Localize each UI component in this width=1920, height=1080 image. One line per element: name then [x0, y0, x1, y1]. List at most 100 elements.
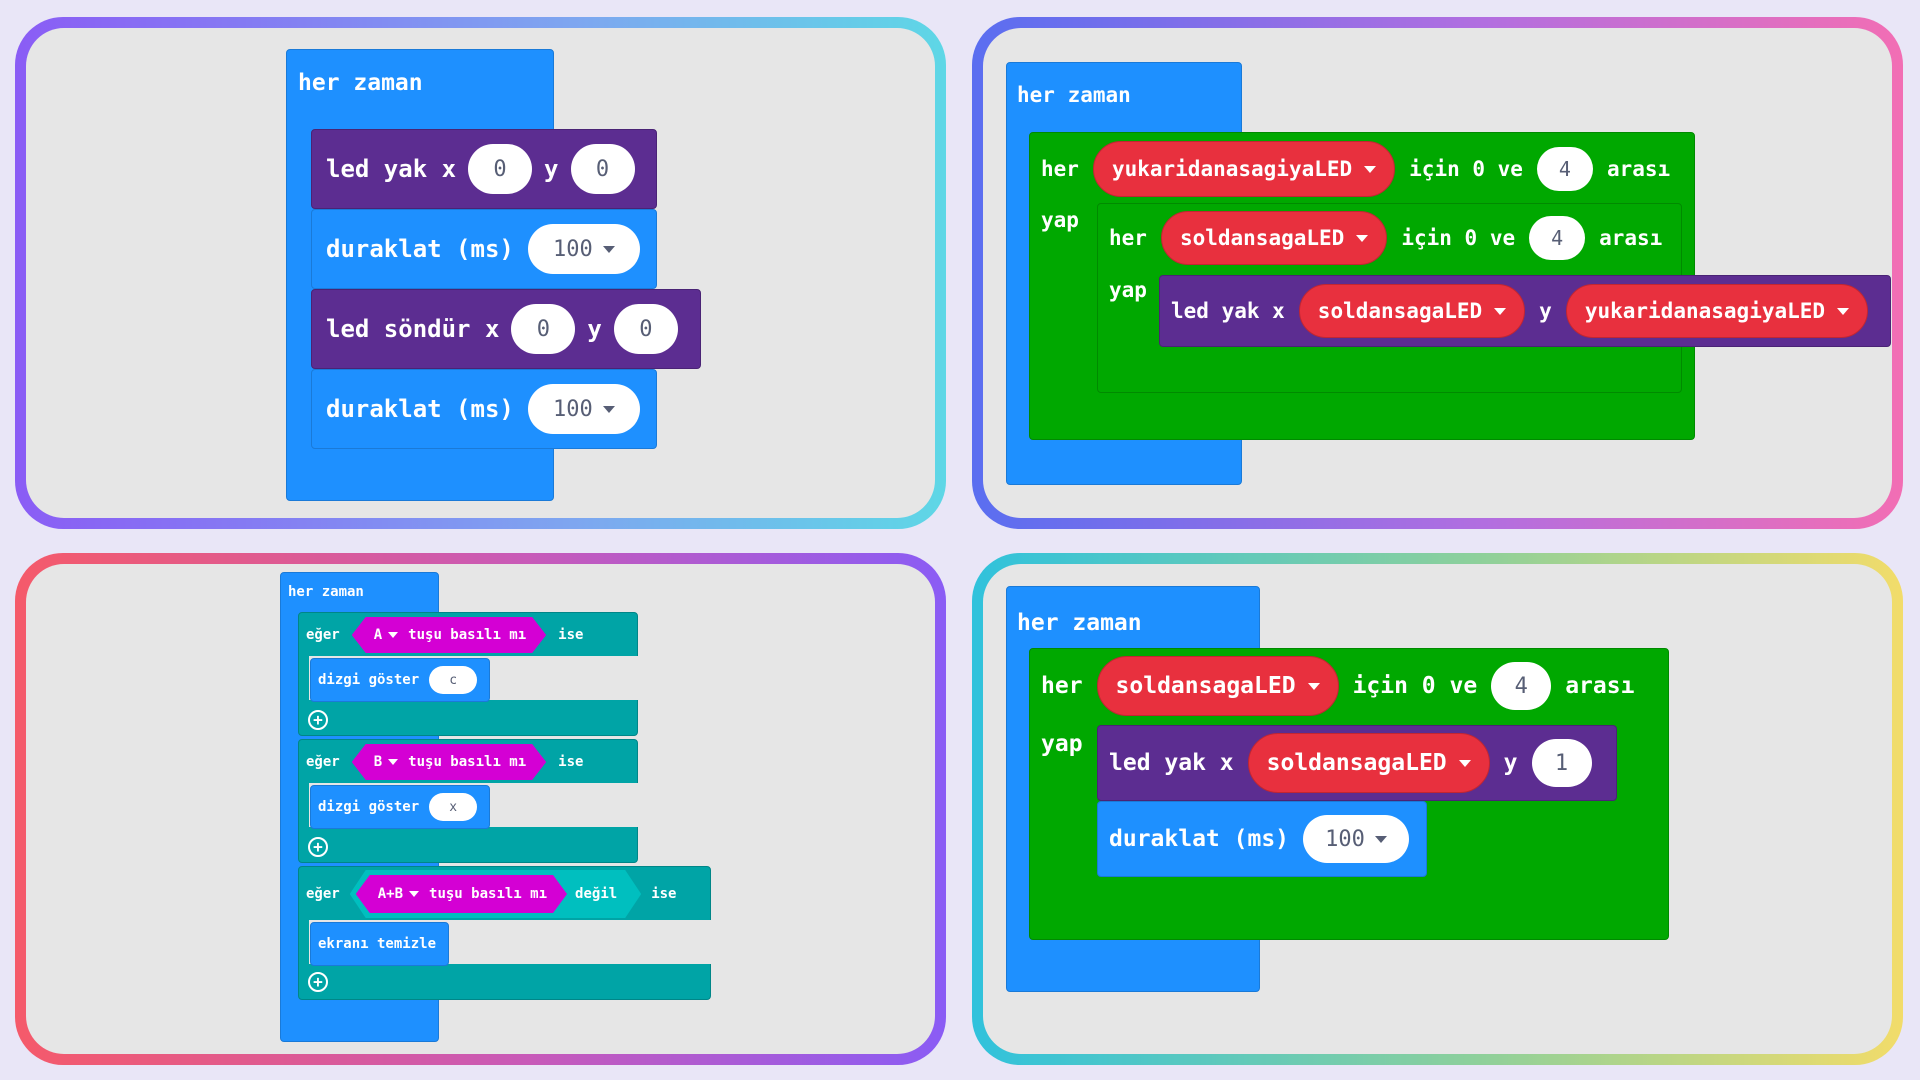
range-max-input[interactable]: 4	[1529, 216, 1586, 260]
if-label: eğer	[306, 627, 340, 643]
button-pressed-condition[interactable]: A+B tuşu basılı mı	[356, 875, 567, 913]
do-label: yap	[1041, 731, 1083, 757]
pause-value: 100	[552, 236, 593, 262]
panel-blink-led: her zaman led yak x 0 y 0 duraklat (ms) …	[15, 17, 946, 529]
chevron-down-icon	[388, 759, 398, 765]
pause-dropdown[interactable]: 100	[527, 384, 640, 434]
led-on-label: led yak x	[1171, 299, 1285, 323]
led-on-label: led yak x	[1109, 750, 1234, 776]
do-label: yap	[1109, 278, 1147, 302]
string-input[interactable]: x	[429, 793, 478, 821]
pause-dropdown[interactable]: 100	[527, 224, 640, 274]
variable-name: soldansagaLED	[1115, 673, 1296, 699]
for-label: her	[1041, 673, 1083, 699]
then-label: ise	[558, 754, 584, 770]
chevron-down-icon	[602, 245, 615, 253]
range-max-input[interactable]: 4	[1536, 147, 1593, 191]
pause-dropdown[interactable]: 100	[1303, 815, 1410, 863]
range-end-label: arası	[1599, 226, 1663, 250]
show-string-block[interactable]	[310, 658, 490, 702]
panel-button-conditions: her zaman eğer A tuşu basılı mı ise dizg…	[15, 553, 946, 1065]
not-condition[interactable]: A+B tuşu basılı mı değil	[350, 870, 641, 918]
forever-label: her zaman	[1017, 610, 1142, 636]
y-variable-dropdown[interactable]: yukaridanasagiyaLED	[1565, 284, 1869, 338]
not-label: değil	[575, 886, 618, 902]
for-label: her	[1109, 226, 1147, 250]
x-input[interactable]: 0	[468, 144, 533, 194]
pause-label: duraklat (ms)	[326, 235, 514, 263]
forever-label: her zaman	[298, 70, 423, 96]
chevron-down-icon	[602, 405, 615, 413]
then-label: ise	[558, 627, 584, 643]
clear-screen-label: ekranı temizle	[318, 936, 437, 952]
pause-value: 100	[1325, 826, 1365, 852]
panel-nested-loops: her zaman her yukaridanasagiyaLED için 0…	[972, 17, 1903, 529]
x-input[interactable]: 0	[511, 304, 576, 354]
add-else-icon[interactable]: +	[308, 710, 328, 730]
variable-name: soldansagaLED	[1179, 226, 1345, 250]
led-off-label: led söndür x	[326, 315, 500, 343]
y-label: y	[1539, 299, 1552, 323]
button-pressed-condition[interactable]: B tuşu basılı mı	[352, 744, 546, 780]
variable-dropdown[interactable]: soldansagaLED	[1160, 211, 1388, 265]
chevron-down-icon	[1837, 307, 1850, 315]
pause-label: duraklat (ms)	[326, 395, 514, 423]
workspace-3: her zaman eğer A tuşu basılı mı ise dizg…	[26, 564, 935, 1054]
workspace-1: her zaman led yak x 0 y 0 duraklat (ms) …	[26, 28, 935, 518]
chevron-down-icon	[409, 891, 419, 897]
button-name: A	[373, 627, 383, 643]
range-label: için 0 ve	[1352, 673, 1478, 699]
chevron-down-icon	[1458, 759, 1471, 767]
add-else-icon[interactable]: +	[308, 972, 328, 992]
chevron-down-icon	[1494, 307, 1507, 315]
y-input[interactable]: 0	[613, 304, 678, 354]
if-label: eğer	[306, 886, 340, 902]
variable-name: yukaridanasagiyaLED	[1584, 299, 1826, 323]
for-label: her	[1041, 157, 1079, 181]
if-label: eğer	[306, 754, 340, 770]
button-name: A+B	[377, 886, 404, 902]
add-else-icon[interactable]: +	[308, 837, 328, 857]
panel-single-loop: her zaman her soldansagaLED için 0 ve 4 …	[972, 553, 1903, 1065]
condition-label: tuşu basılı mı	[408, 754, 527, 770]
range-end-label: arası	[1565, 673, 1635, 699]
show-string-label: dizgi göster	[318, 672, 420, 688]
workspace-4: her zaman her soldansagaLED için 0 ve 4 …	[983, 564, 1892, 1054]
condition-label: tuşu basılı mı	[408, 627, 527, 643]
range-label: için 0 ve	[1401, 226, 1516, 250]
x-variable-dropdown[interactable]: soldansagaLED	[1247, 733, 1490, 793]
do-label: yap	[1041, 208, 1079, 232]
led-on-label: led yak x	[326, 155, 457, 183]
y-input[interactable]: 0	[570, 144, 635, 194]
then-label: ise	[651, 886, 677, 902]
string-input[interactable]: c	[429, 666, 478, 694]
button-pressed-condition[interactable]: A tuşu basılı mı	[352, 617, 546, 653]
forever-label: her zaman	[1017, 83, 1131, 107]
y-label: y	[1503, 750, 1518, 776]
variable-name: yukaridanasagiyaLED	[1111, 157, 1353, 181]
variable-dropdown[interactable]: yukaridanasagiyaLED	[1092, 141, 1396, 197]
range-end-label: arası	[1606, 157, 1671, 181]
range-label: için 0 ve	[1409, 157, 1523, 181]
workspace-2: her zaman her yukaridanasagiyaLED için 0…	[983, 28, 1892, 518]
range-max-input[interactable]: 4	[1491, 662, 1552, 710]
y-input[interactable]: 1	[1531, 739, 1592, 787]
chevron-down-icon	[1356, 234, 1369, 242]
variable-name: soldansagaLED	[1317, 299, 1483, 323]
show-string-label: dizgi göster	[318, 799, 420, 815]
x-variable-dropdown[interactable]: soldansagaLED	[1298, 284, 1526, 338]
y-label: y	[544, 155, 559, 183]
variable-name: soldansagaLED	[1266, 750, 1447, 776]
pause-label: duraklat (ms)	[1109, 826, 1290, 852]
chevron-down-icon	[388, 632, 398, 638]
chevron-down-icon	[1307, 682, 1320, 690]
forever-label: her zaman	[288, 584, 364, 600]
pause-value: 100	[552, 396, 593, 422]
variable-dropdown[interactable]: soldansagaLED	[1096, 656, 1339, 716]
clear-screen-block[interactable]	[310, 922, 449, 966]
chevron-down-icon	[1364, 165, 1377, 173]
y-label: y	[587, 315, 602, 343]
condition-label: tuşu basılı mı	[429, 886, 548, 902]
chevron-down-icon	[1374, 835, 1387, 843]
button-name: B	[373, 754, 383, 770]
